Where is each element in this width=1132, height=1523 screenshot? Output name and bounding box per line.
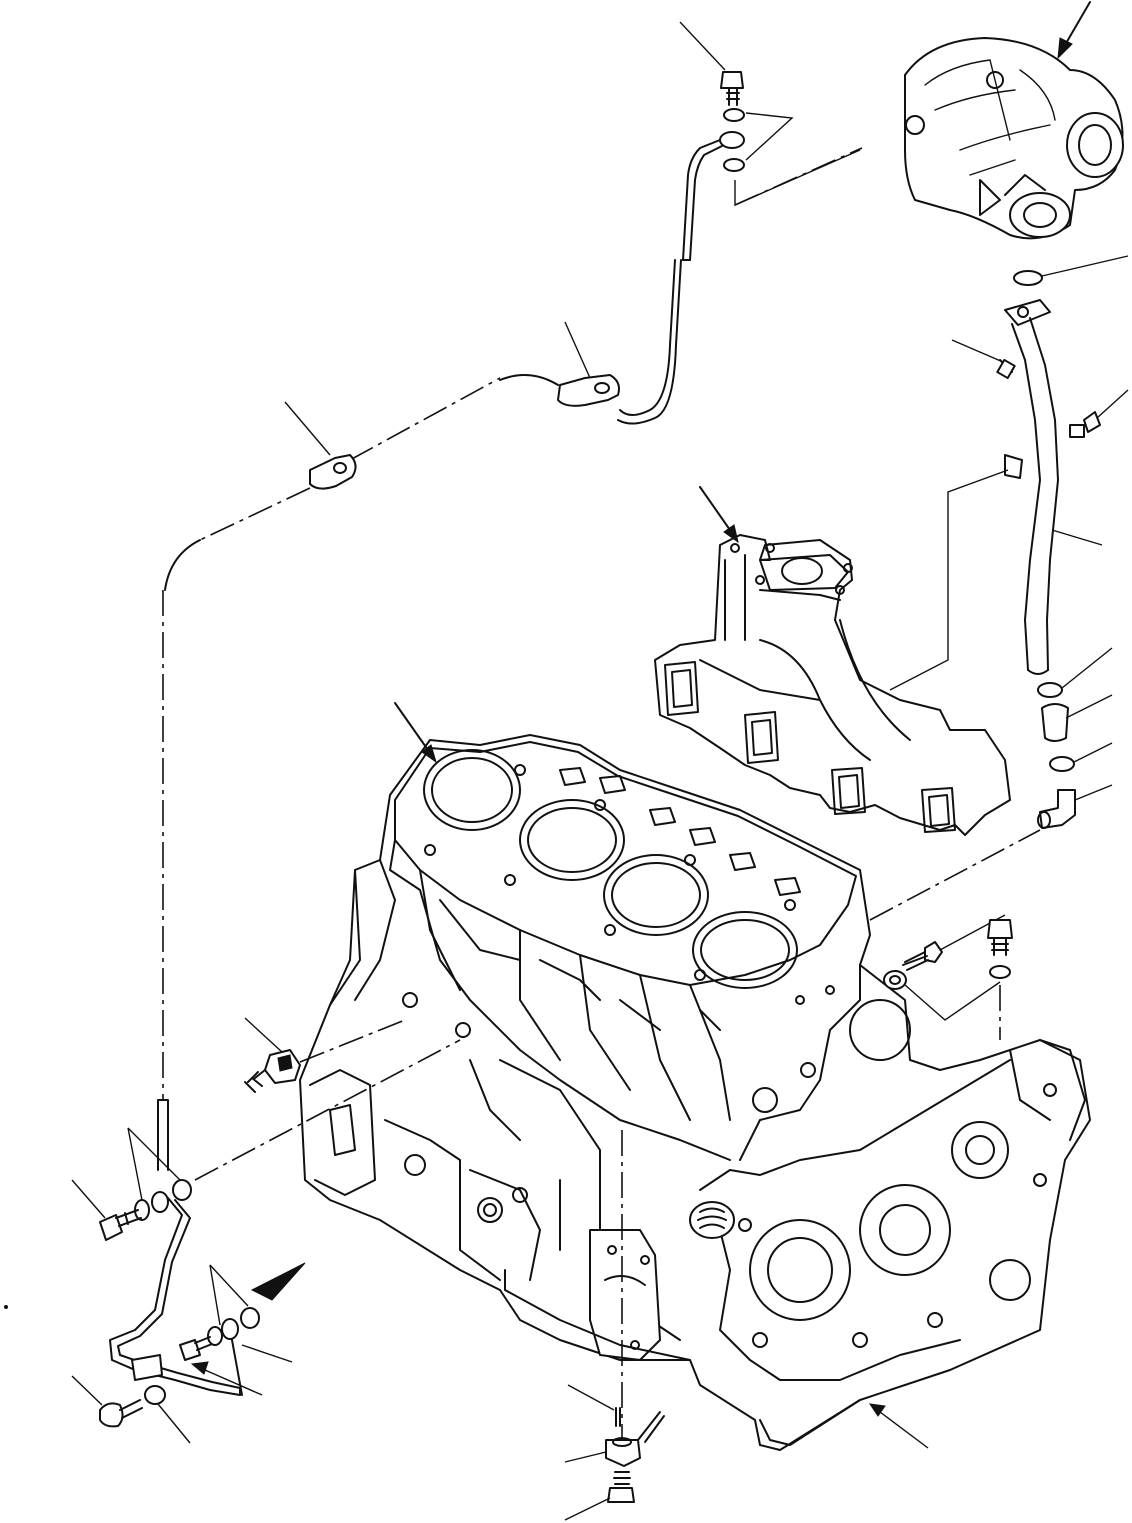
hose-clamp-lower [1049, 742, 1113, 772]
hose-clamp-upper [1037, 647, 1113, 698]
lower-banjo-bolt [71, 1179, 142, 1241]
gasket-arrow [394, 702, 429, 751]
pipe-clamp-upper [499, 321, 620, 407]
gasket-arrow-head [421, 744, 437, 764]
oil-pressure-switch [244, 1017, 301, 1093]
front-cover-arrow-head [868, 1403, 886, 1417]
lower-washers [127, 1127, 192, 1221]
manifold-arrow-head [723, 524, 739, 544]
turbocharger [904, 37, 1124, 240]
cylinder-block [299, 734, 1091, 1451]
drain-bolt [564, 1471, 635, 1521]
turbo-drain-gasket [1013, 255, 1129, 286]
manifold-block-centerline [869, 829, 1041, 921]
turbo-arrow [1064, 1, 1091, 46]
feed-pipe-centerline [349, 377, 501, 461]
exhaust-manifold [654, 534, 1011, 836]
banjo-washers-top [723, 108, 794, 172]
oil-feed-pipe-bend [164, 539, 201, 591]
return-elbow [1037, 784, 1113, 829]
flange-bolt [951, 339, 1016, 380]
margin-mark [4, 1305, 8, 1309]
lower-pipe-arrow [250, 1262, 306, 1301]
pipe-clamp-lower [284, 401, 357, 490]
drain-pin [567, 1384, 621, 1427]
drain-nut [564, 1437, 641, 1467]
bolt-vertical-right [904, 919, 1013, 1040]
lower-pipe-pointer [204, 1369, 263, 1396]
return-pipe-bracket-line [889, 469, 1009, 691]
switch-centerline [299, 1019, 406, 1063]
banjo-bolt-top [679, 21, 744, 106]
feed-pipe-centerline-2 [199, 487, 311, 541]
return-hose [1041, 694, 1113, 742]
lower-pipe-centerline [194, 1039, 461, 1181]
washer-side [883, 970, 907, 990]
manifold-arrow [699, 486, 731, 531]
lower-pipe-pointer-head [190, 1361, 209, 1375]
lower-clamp-bolt [71, 1375, 143, 1428]
front-cover-leader [879, 1411, 929, 1449]
oil-feed-pipe [617, 131, 863, 425]
lower-oil-pipe [109, 1197, 241, 1396]
lower-clamp-washer [144, 1385, 191, 1444]
oil-return-pipe [1004, 299, 1103, 675]
pipe-clip-bolt [1069, 389, 1129, 438]
drain-clip [637, 1411, 665, 1443]
secondary-banjo [179, 1264, 293, 1396]
turbo-arrow-head [1057, 37, 1073, 60]
